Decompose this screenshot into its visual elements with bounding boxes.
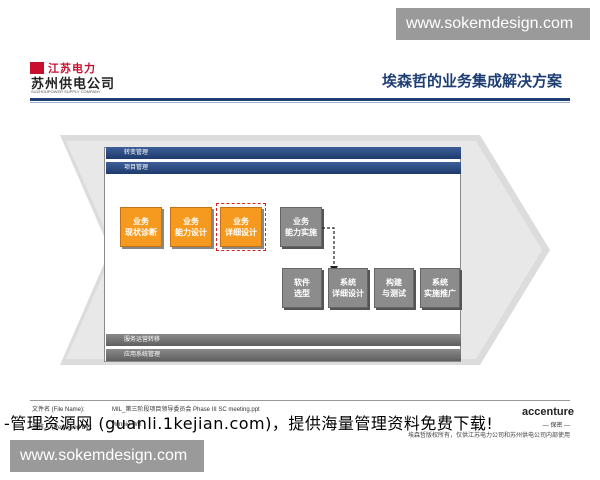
box-label-line2: 实施推广 <box>424 289 456 298</box>
box-label-line2: 详细设计 <box>332 289 364 298</box>
footer-reviewer-label: 审核人 (Reviewed By): <box>32 425 93 431</box>
box-label-line1: 构建 <box>386 278 402 287</box>
box-detailed-design: 业务详细设计 <box>220 207 262 247</box>
band-application-management: 应用系统管理 <box>106 349 461 361</box>
logo-line3: SUZHOUPOWER SUPPLY COMPANY <box>31 89 101 94</box>
box-label-line1: 业务 <box>183 217 199 226</box>
overlay-caption: -管理资源网 (guanli.1kejian.com)，提供海量管理资料免费下载… <box>4 414 494 433</box>
box-label-line1: 系统 <box>340 278 356 287</box>
footer-reviewer-value: Winnie Wu <box>112 422 141 428</box>
page-title: 埃森哲的业务集成解决方案 <box>381 72 562 90</box>
footer-rights: 埃森哲版权所有，仅供江苏电力公司和苏州供电公司内部使用 <box>407 432 570 439</box>
header-rule-thin <box>30 102 570 103</box>
box-software-selection: 软件选型 <box>282 268 322 308</box>
box-label-line2: 详细设计 <box>225 228 257 237</box>
box-build-and-test: 构建与测试 <box>374 268 414 308</box>
box-label-line2: 与测试 <box>382 289 406 298</box>
band-change-management: 转变管理 <box>106 147 461 159</box>
band-service-transition: 服务运营转移 <box>106 334 461 346</box>
footer-rule <box>30 400 570 401</box>
box-system-detailed-design: 系统详细设计 <box>328 268 368 308</box>
box-capability-implementation: 业务能力实施 <box>280 207 322 247</box>
box-label-line1: 业务 <box>133 217 149 226</box>
box-label-line2: 能力设计 <box>175 228 207 237</box>
logo-line2: 苏州供电公司 <box>31 77 116 92</box>
footer-file-value: MIL_第三阶段项目领导委员会 Phase III SC meeting.ppt <box>112 407 260 413</box>
logo-icon <box>30 62 44 74</box>
box-label-line2: 选型 <box>294 289 310 298</box>
footer-file-label: 文件名 (File Name): <box>32 407 85 413</box>
box-system-rollout: 系统实施推广 <box>420 268 460 308</box>
box-capability-design: 业务能力设计 <box>170 207 212 247</box>
accenture-logo: accenture <box>522 406 574 418</box>
box-label-line2: 能力实施 <box>285 228 317 237</box>
box-label-line1: 业务 <box>293 217 309 226</box>
box-label-line1: 软件 <box>294 278 310 287</box>
watermark-top: www.sokemdesign.com <box>396 8 590 40</box>
highlight-dashed-frame <box>216 203 266 251</box>
header-rule <box>30 98 570 101</box>
logo-line1: 江苏电力 <box>48 62 96 75</box>
band-project-management: 项目管理 <box>106 162 461 174</box>
box-current-state-diagnosis: 业务现状诊断 <box>120 207 162 247</box>
box-label-line2: 现状诊断 <box>125 228 157 237</box>
watermark-bottom: www.sokemdesign.com <box>10 440 204 472</box>
box-label-line1: 系统 <box>432 278 448 287</box>
footer-confidential: — 保密 — <box>542 423 570 429</box>
box-label-line1: 业务 <box>233 217 249 226</box>
